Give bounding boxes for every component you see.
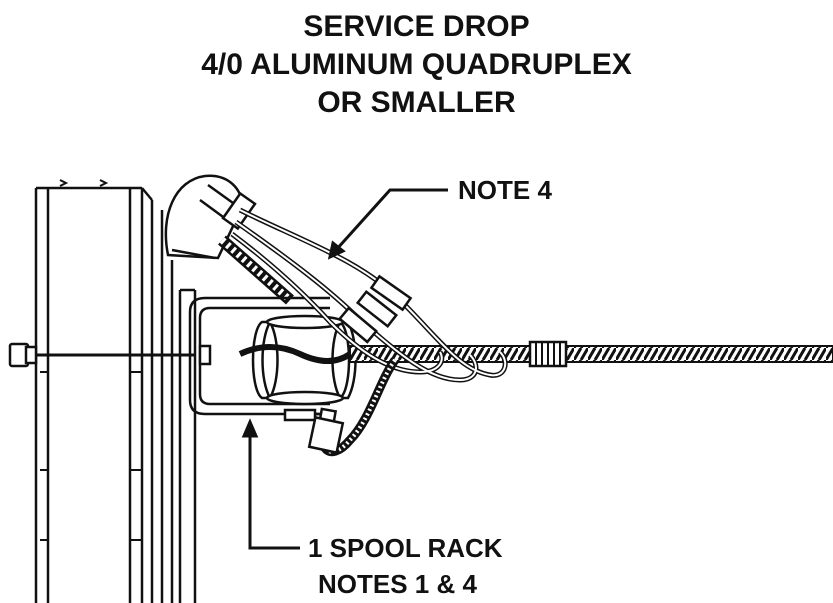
pole-structure: [34, 179, 197, 603]
note4-callout: NOTE 4: [458, 175, 552, 205]
weatherhead: [164, 174, 257, 260]
spool-rack: [188, 296, 330, 416]
neutral-lead: [218, 235, 294, 305]
bolt-clamp: [283, 407, 345, 455]
title-line-1: SERVICE DROP: [303, 10, 530, 43]
through-bolt: [8, 342, 195, 368]
spool-rack-notes-callout: NOTES 1 & 4: [318, 569, 477, 599]
title-line-3: OR SMALLER: [317, 86, 516, 119]
splice-connectors: [337, 274, 413, 344]
spool-rack-callout: 1 SPOOL RACK: [308, 533, 503, 563]
title-line-2: 4/0 ALUMINUM QUADRUPLEX: [201, 48, 632, 81]
diagram-title: SERVICE DROP 4/0 ALUMINUM QUADRUPLEX OR …: [0, 8, 833, 122]
note4-leader: [327, 188, 448, 260]
spool-rack-leader: [241, 418, 300, 550]
phase-conductors: [230, 207, 508, 383]
